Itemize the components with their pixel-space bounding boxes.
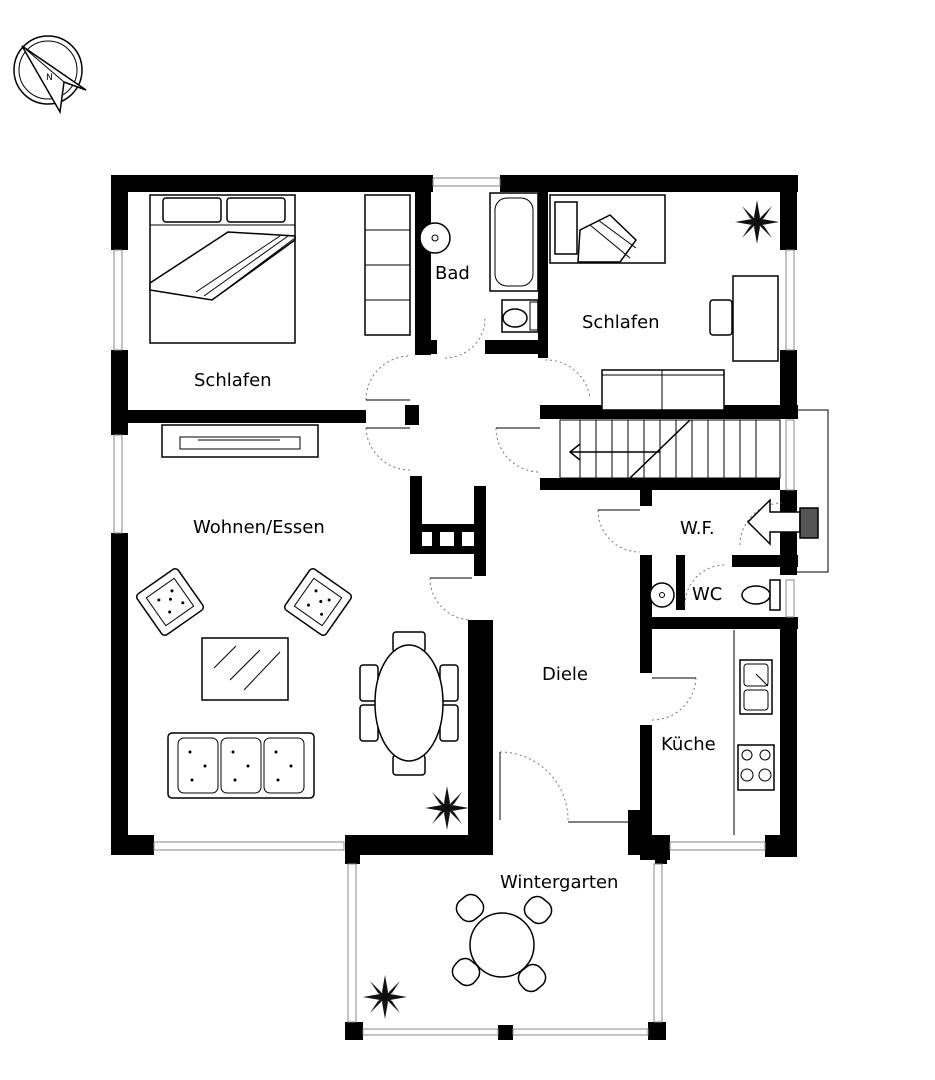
room-label-bad: Bad bbox=[435, 263, 470, 284]
armchair-icon bbox=[284, 568, 352, 636]
room-label-schlafen-right: Schlafen bbox=[582, 312, 660, 333]
dresser bbox=[601, 369, 725, 411]
dining-table-icon bbox=[359, 631, 459, 776]
room-label-schlafen-left: Schlafen bbox=[194, 370, 272, 391]
room-label-wohnen-essen: Wohnen/Essen bbox=[193, 517, 325, 538]
sofa-icon bbox=[167, 732, 315, 799]
compass-icon: N bbox=[13, 35, 87, 115]
plant-icon bbox=[363, 975, 407, 1019]
bathroom-fixtures bbox=[419, 192, 539, 333]
armchair-icon bbox=[136, 568, 204, 636]
windows bbox=[113, 177, 795, 1036]
room-label-diele: Diele bbox=[542, 664, 588, 685]
wc-fixtures bbox=[649, 579, 781, 611]
desk-icon bbox=[709, 275, 779, 362]
staircase bbox=[559, 419, 781, 479]
room-label-wc: WC bbox=[692, 584, 722, 605]
coffee-table-icon bbox=[201, 637, 289, 701]
compass-north-label: N bbox=[46, 73, 53, 83]
round-table-icon bbox=[451, 893, 553, 993]
plant-icon bbox=[735, 200, 779, 244]
tv-sideboard bbox=[161, 424, 319, 458]
room-label-wintergarten: Wintergarten bbox=[500, 872, 618, 893]
walls bbox=[111, 175, 798, 1040]
wardrobe bbox=[364, 194, 411, 336]
kitchen-counter bbox=[733, 630, 775, 835]
doors bbox=[365, 317, 783, 823]
room-label-wf: W.F. bbox=[680, 518, 715, 539]
double-bed-icon bbox=[149, 194, 296, 344]
single-bed-icon bbox=[549, 194, 666, 264]
room-label-kueche: Küche bbox=[661, 734, 716, 755]
entrance-arrow-icon bbox=[746, 409, 829, 573]
plant-icon bbox=[425, 786, 469, 830]
